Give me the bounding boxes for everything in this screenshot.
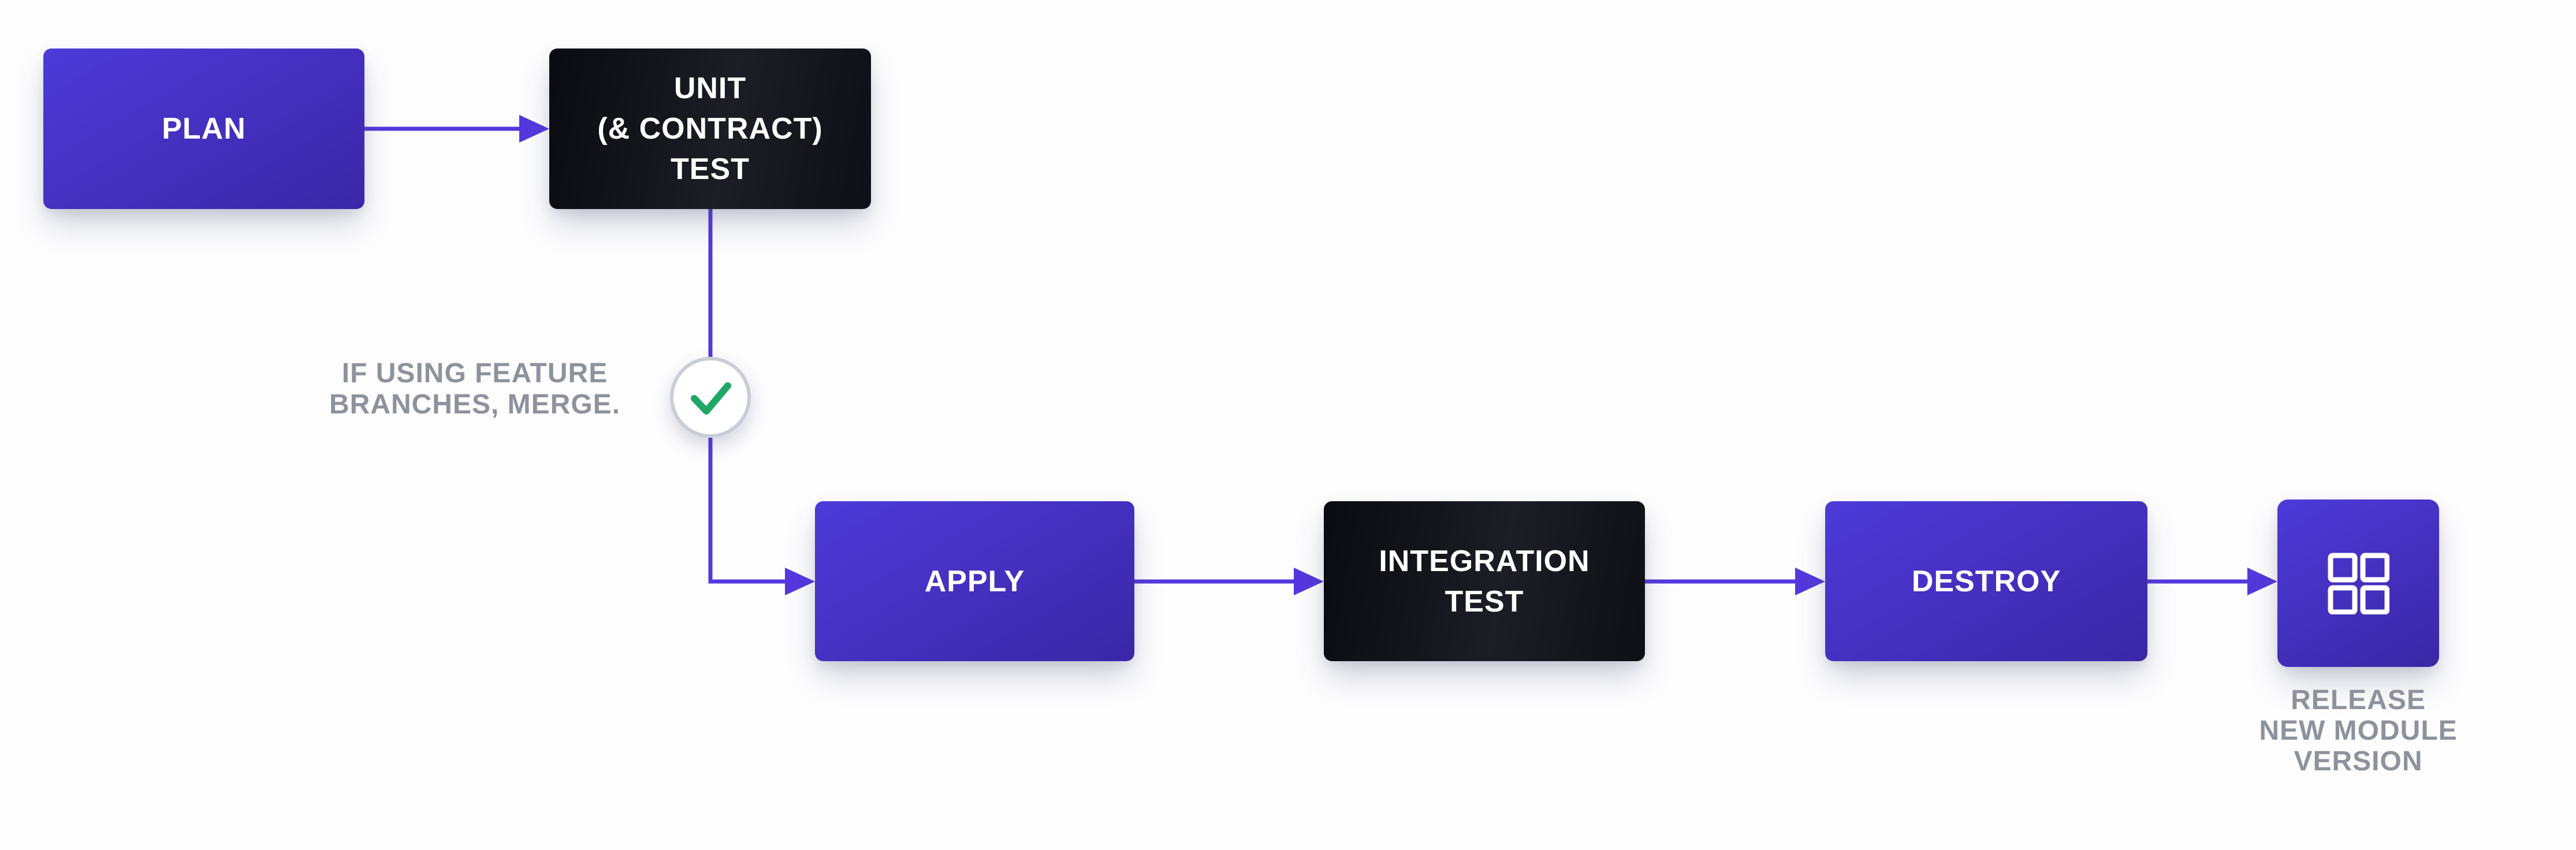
connector-check-to-apply bbox=[708, 438, 786, 584]
apply-label: APPLY bbox=[924, 564, 1025, 598]
destroy-node: DESTROY bbox=[1825, 501, 2147, 661]
integration-test-node: INTEGRATION TEST bbox=[1324, 501, 1645, 661]
unit-contract-test-label: UNIT (& CONTRACT) TEST bbox=[597, 72, 823, 186]
merge-note: IF USING FEATURE BRANCHES, MERGE. bbox=[329, 358, 621, 420]
destroy-label: DESTROY bbox=[1911, 564, 2061, 598]
check-icon bbox=[691, 382, 731, 415]
arrowhead-icon bbox=[785, 568, 815, 595]
unit-contract-test-node: UNIT (& CONTRACT) TEST bbox=[549, 49, 871, 209]
plan-node: PLAN bbox=[43, 49, 364, 209]
merge-check-badge bbox=[670, 357, 751, 438]
module-grid-icon bbox=[2328, 553, 2389, 614]
arrowhead-icon bbox=[2247, 568, 2277, 595]
release-caption: RELEASE NEW MODULE VERSION bbox=[2259, 685, 2458, 777]
plan-label: PLAN bbox=[162, 112, 246, 146]
arrowhead-icon bbox=[1795, 568, 1825, 595]
integration-test-label: INTEGRATION TEST bbox=[1379, 544, 1590, 618]
release-module-node bbox=[2277, 499, 2439, 667]
arrowhead-icon bbox=[1294, 568, 1324, 595]
arrowhead-icon bbox=[519, 115, 549, 143]
apply-node: APPLY bbox=[815, 501, 1134, 661]
